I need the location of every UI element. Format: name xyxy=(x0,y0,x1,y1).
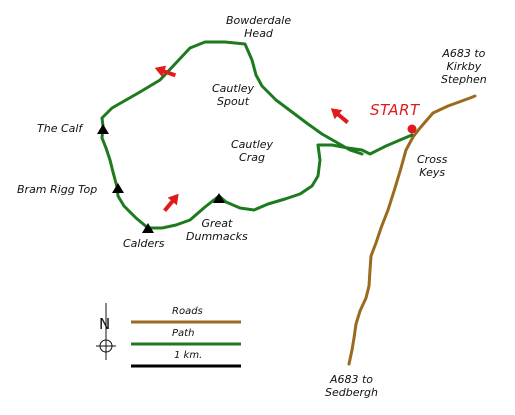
summit-calders-icon xyxy=(142,223,154,233)
start-marker xyxy=(407,124,417,134)
direction-arrow-2-icon xyxy=(330,108,349,124)
compass-icon xyxy=(96,303,116,360)
label-start: START xyxy=(370,101,420,119)
direction-arrow-1-icon xyxy=(154,65,177,78)
walking-path xyxy=(100,40,414,230)
road-a683 xyxy=(347,94,477,366)
label-cautley-spout: Cautley Spout xyxy=(212,82,255,108)
legend-roads-label: Roads xyxy=(172,306,203,317)
label-calders: Calders xyxy=(123,237,165,250)
legend-north-label: N xyxy=(99,315,111,333)
summit-the-calf-icon xyxy=(97,124,109,134)
label-the-calf: The Calf xyxy=(37,122,83,135)
label-great-dummacks: Great Dummacks xyxy=(186,217,248,243)
summit-bram-rigg-top-icon xyxy=(112,183,124,193)
summit-great-dummacks-icon xyxy=(213,193,225,203)
label-a683-kirkby-stephen: A683 to Kirkby Stephen xyxy=(441,47,487,86)
label-a683-sedbergh: A683 to Sedbergh xyxy=(325,373,378,399)
legend-path-label: Path xyxy=(172,328,195,339)
label-bram-rigg-top: Bram Rigg Top xyxy=(17,183,98,196)
direction-arrow-3-icon xyxy=(163,193,179,212)
label-cross-keys: Cross Keys xyxy=(417,153,448,179)
label-bowderdale-head: Bowderdale Head xyxy=(226,14,292,40)
label-cautley-crag: Cautley Crag xyxy=(231,138,274,164)
legend-scale-label: 1 km. xyxy=(174,350,203,361)
